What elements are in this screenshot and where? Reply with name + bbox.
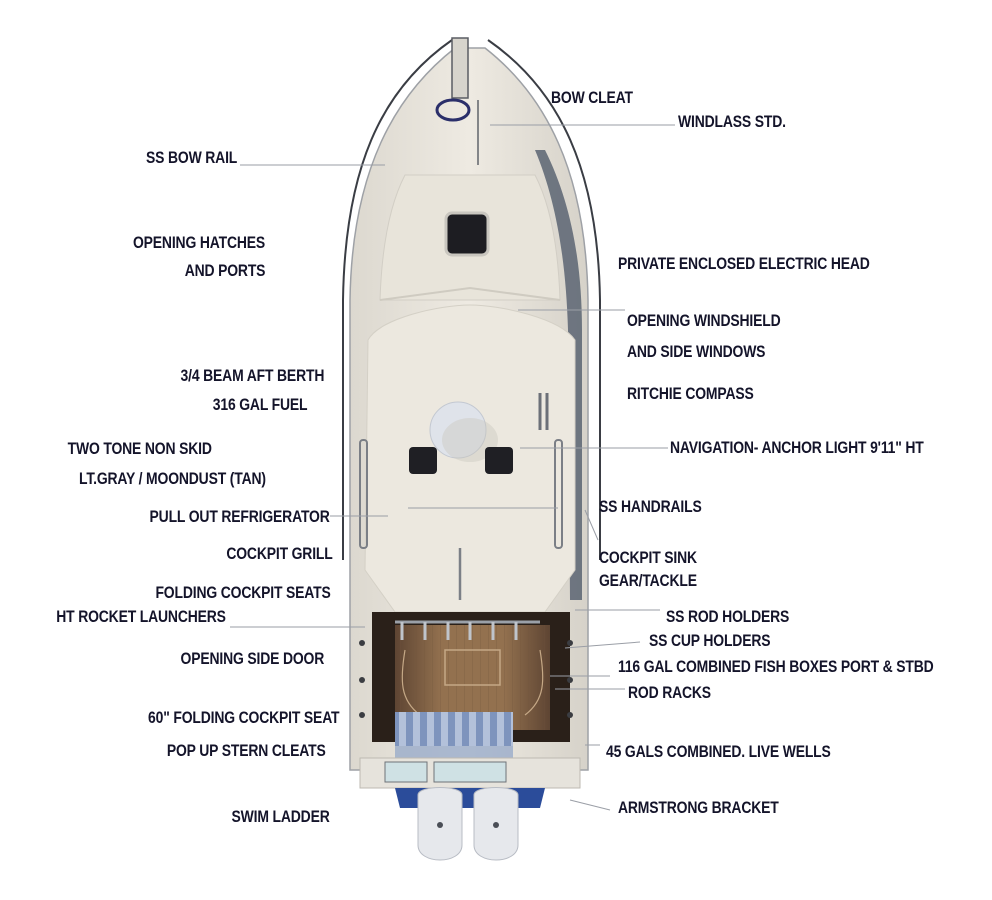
radar-dome [429,401,487,459]
label-non-skid: TWO TONE NON SKID [67,439,212,458]
label-fuel: 316 GAL FUEL [212,395,307,414]
label-armstrong-bracket: ARMSTRONG BRACKET [618,798,779,817]
fish-box-outline [444,649,501,686]
label-electric-head: PRIVATE ENCLOSED ELECTRIC HEAD [618,254,870,273]
windshield-edge [379,286,561,301]
label-windshield: OPENING WINDSHIELD [627,311,781,330]
label-rod-racks: ROD RACKS [628,683,711,702]
label-anchor-light: NAVIGATION- ANCHOR LIGHT 9'11" HT [670,438,924,457]
handrail-stbd [554,439,563,549]
label-opening-hatches: OPENING HATCHES [132,233,265,252]
folding-cockpit-seat [395,712,513,746]
windlass-anchor [435,98,471,122]
label-cockpit-grill: COCKPIT GRILL [226,544,333,563]
label-aft-berth: 3/4 BEAM AFT BERTH [180,366,324,385]
label-cup-holders: SS CUP HOLDERS [649,631,771,650]
label-live-wells: 45 GALS COMBINED. LIVE WELLS [606,742,831,761]
bow-rail-outline [342,39,601,560]
leader-lines [230,124,675,811]
hardtop [364,304,576,613]
label-non-skid-colors: LT.GRAY / MOONDUST (TAN) [79,469,266,488]
label-refrigerator: PULL OUT REFRIGERATOR [149,507,330,526]
label-folding-seats: FOLDING COCKPIT SEATS [155,583,331,602]
label-windlass: WINDLASS STD. [678,112,786,131]
label-gear-tackle: GEAR/TACKLE [599,571,697,590]
label-stern-cleats: POP UP STERN CLEATS [167,741,326,760]
gunwale-holders [359,640,573,718]
label-bow-cleat: BOW CLEAT [551,88,633,107]
live-well-port [384,761,428,783]
hardtop-hatch-stbd [485,447,513,474]
label-rod-holders: SS ROD HOLDERS [666,607,790,626]
label-rocket-launchers: HT ROCKET LAUNCHERS [56,607,226,626]
label-side-door: OPENING SIDE DOOR [180,649,324,668]
foredeck-hatch [444,211,490,257]
label-cockpit-sink: COCKPIT SINK [599,548,697,567]
label-compass: RITCHIE COMPASS [627,384,754,403]
handrail-port [359,439,368,549]
label-side-windows: AND SIDE WINDOWS [627,342,766,361]
label-handrails: SS HANDRAILS [599,497,702,516]
bow-pulpit [451,37,469,99]
label-ss-bow-rail: SS BOW RAIL [145,148,237,167]
label-and-ports: AND PORTS [184,261,265,280]
label-fish-boxes: 116 GAL COMBINED FISH BOXES PORT & STBD [618,657,934,676]
hardtop-hatch-port [409,447,437,474]
label-swim-ladder: SWIM LADDER [231,807,330,826]
live-well-stbd [433,761,507,783]
rod-holders [400,622,518,640]
label-folding-seat-60: 60" FOLDING COCKPIT SEAT [147,708,340,727]
